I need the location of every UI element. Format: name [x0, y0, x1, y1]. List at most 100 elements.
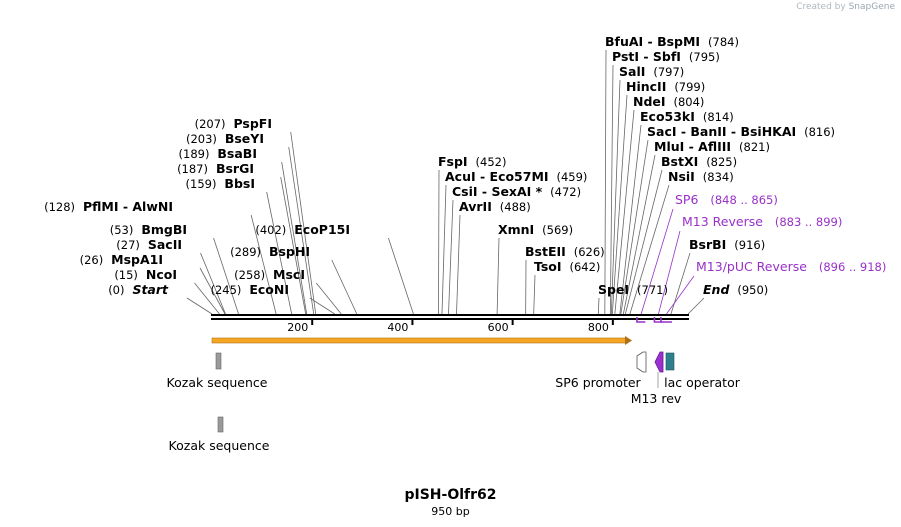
primer-mark-m13-puc-reverse: [660, 317, 672, 323]
leader-msci: [315, 282, 342, 315]
feature-label-lac-operator: lac operator: [664, 375, 741, 390]
leader-bsphi: [331, 259, 358, 315]
site-gap: [216, 176, 224, 191]
site-name: PspFI: [233, 116, 272, 131]
site-label-econi: (245) EcoNI: [210, 282, 289, 297]
site-position: (804): [674, 95, 705, 109]
site-name: TsoI: [534, 259, 562, 274]
site-name: SacI - BanII - BsiHKAI: [647, 124, 796, 139]
plasmid-length: 950 bp: [431, 505, 470, 518]
site-gap: [138, 267, 146, 282]
site-position: (15): [114, 268, 138, 282]
site-gap: [666, 94, 674, 109]
site-name: FspI: [438, 154, 468, 169]
site-gap: [209, 146, 217, 161]
site-position: (452): [476, 155, 507, 169]
leader-start: [186, 297, 213, 315]
kozak-sequence-box-1: [215, 352, 222, 370]
primer-name: M13/pUC Reverse: [696, 259, 807, 274]
site-gap: [731, 139, 739, 154]
site-gap: [124, 282, 132, 297]
site-label-msci: (258) MscI: [234, 267, 305, 282]
orf-bar: [211, 337, 627, 344]
site-position: (784): [708, 35, 739, 49]
leader-ecop15i: [388, 237, 414, 315]
site-position: (258): [234, 268, 265, 282]
snapgene-watermark: Created by SnapGene: [796, 2, 895, 12]
site-gap: [542, 184, 550, 199]
restriction-site-labels: (0) Start(15) NcoI(26) MspA1I(27) SacII(…: [44, 34, 835, 297]
leader-sacii: [200, 252, 226, 315]
site-label-hincii: HincII (799): [626, 79, 705, 94]
site-label-bsabi: (189) BsaBI: [179, 146, 257, 161]
plasmid-name: pISH-Olfr62: [404, 487, 497, 503]
site-label-psti-sbfi: PstI - SbfI (795): [612, 49, 720, 64]
leader-pflmi-alwni: [250, 214, 277, 315]
site-name: Eco53kI: [640, 109, 695, 124]
leader-hincii: [611, 94, 628, 315]
site-position: (795): [689, 50, 720, 64]
site-gap: [726, 237, 734, 252]
site-gap: [729, 282, 737, 297]
scale-tick-label: 600: [488, 321, 509, 334]
site-gap: [534, 222, 542, 237]
leader-bseyi: [288, 146, 315, 315]
site-label-spei: SpeI (771): [598, 282, 668, 297]
site-label-mspa1i: (26) MspA1I: [80, 252, 163, 267]
leader-bstxi: [624, 169, 663, 315]
site-name: XmnI: [498, 222, 534, 237]
site-label-acui-eco57mi: AcuI - Eco57MI (459): [445, 169, 587, 184]
site-gap: [645, 64, 653, 79]
site-gap: [549, 169, 557, 184]
site-label-bstxi: BstXI (825): [661, 154, 737, 169]
leader-bfuai-bspmi: [604, 49, 607, 315]
site-name: BspHI: [269, 244, 310, 259]
site-name: MluI - AflIII: [654, 139, 731, 154]
site-label-avrii: AvrII (488): [459, 199, 531, 214]
leader-bsrbi: [670, 252, 691, 315]
site-name: BseYI: [225, 131, 264, 146]
site-gap: [629, 282, 637, 297]
site-gap: [562, 259, 570, 274]
site-label-tsoi: TsoI (642): [534, 259, 600, 274]
leader-bsabi: [281, 161, 308, 315]
primer-gap: [763, 214, 775, 229]
site-label-xmni: XmnI (569): [498, 222, 573, 237]
site-name: End: [703, 282, 730, 297]
leader-psti-sbfi: [609, 64, 614, 315]
leader-bsrgi: [280, 176, 307, 315]
site-name: CsiI - SexAI *: [452, 184, 543, 199]
site-label-sacii: (27) SacII: [116, 237, 182, 252]
leader-xmni: [496, 237, 500, 315]
leader-csii-sexai: [448, 199, 454, 315]
site-label-ndei: NdeI (804): [633, 94, 704, 109]
primer-mark-sp6: [636, 317, 646, 323]
site-position: (916): [734, 238, 765, 252]
site-position: (26): [80, 253, 104, 267]
site-position: (488): [500, 200, 531, 214]
site-position: (825): [706, 155, 737, 169]
site-label-fspi: FspI (452): [438, 154, 506, 169]
site-position: (27): [116, 238, 140, 252]
site-position: (797): [653, 65, 684, 79]
site-gap: [217, 131, 225, 146]
site-gap: [566, 244, 574, 259]
leader-eco53ki: [619, 124, 642, 315]
site-name: BbsI: [224, 176, 255, 191]
site-position: (459): [557, 170, 588, 184]
feature-label-sp6-promoter: SP6 promoter: [555, 375, 641, 390]
site-label-bsphi: (289) BspHI: [230, 244, 310, 259]
site-position: (821): [739, 140, 770, 154]
site-name: BsaBI: [217, 146, 257, 161]
site-name: PstI - SbfI: [612, 49, 681, 64]
site-position: (472): [550, 185, 581, 199]
site-gap: [468, 154, 476, 169]
primer-leader-m13-puc-reverse: [666, 275, 695, 315]
leader-end: [687, 297, 705, 315]
site-gap: [226, 116, 234, 131]
site-position: (245): [210, 283, 241, 297]
site-position: (799): [674, 80, 705, 94]
site-name: AvrII: [459, 199, 492, 214]
leader-spei: [597, 297, 600, 315]
